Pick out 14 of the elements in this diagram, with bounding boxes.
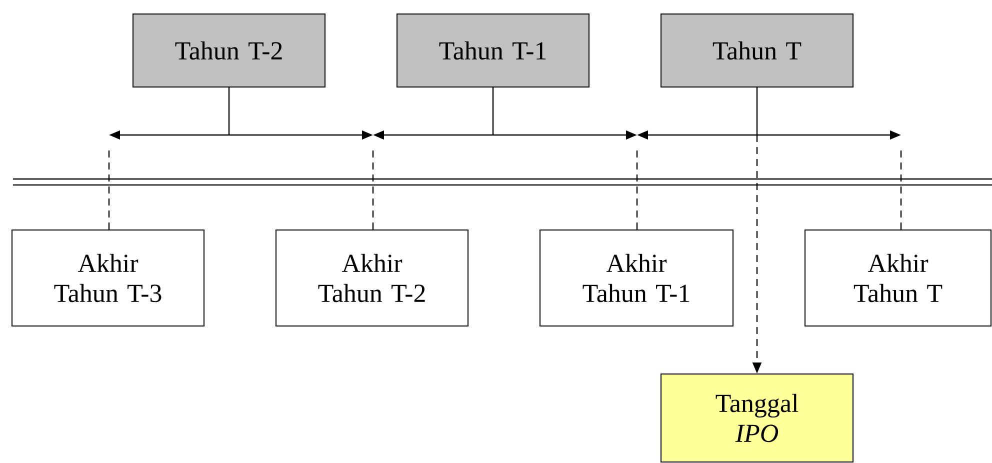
connector-line <box>228 88 230 135</box>
period-box: Tahun T-2 <box>132 14 326 88</box>
connector-line <box>372 150 374 230</box>
date-box: Akhir Tahun T-2 <box>276 230 468 326</box>
period-box: Tahun T <box>660 14 854 88</box>
date-box: Akhir Tahun T-1 <box>540 230 734 326</box>
date-box: Akhir Tahun T-3 <box>12 230 204 326</box>
connector-line <box>636 150 638 230</box>
connector-line <box>900 150 902 230</box>
event-box: Tanggal IPO <box>660 374 854 462</box>
connector-line <box>108 150 110 230</box>
period-box: Tahun T-1 <box>396 14 590 88</box>
connector-line <box>492 88 494 135</box>
date-box: Akhir Tahun T <box>804 230 992 326</box>
